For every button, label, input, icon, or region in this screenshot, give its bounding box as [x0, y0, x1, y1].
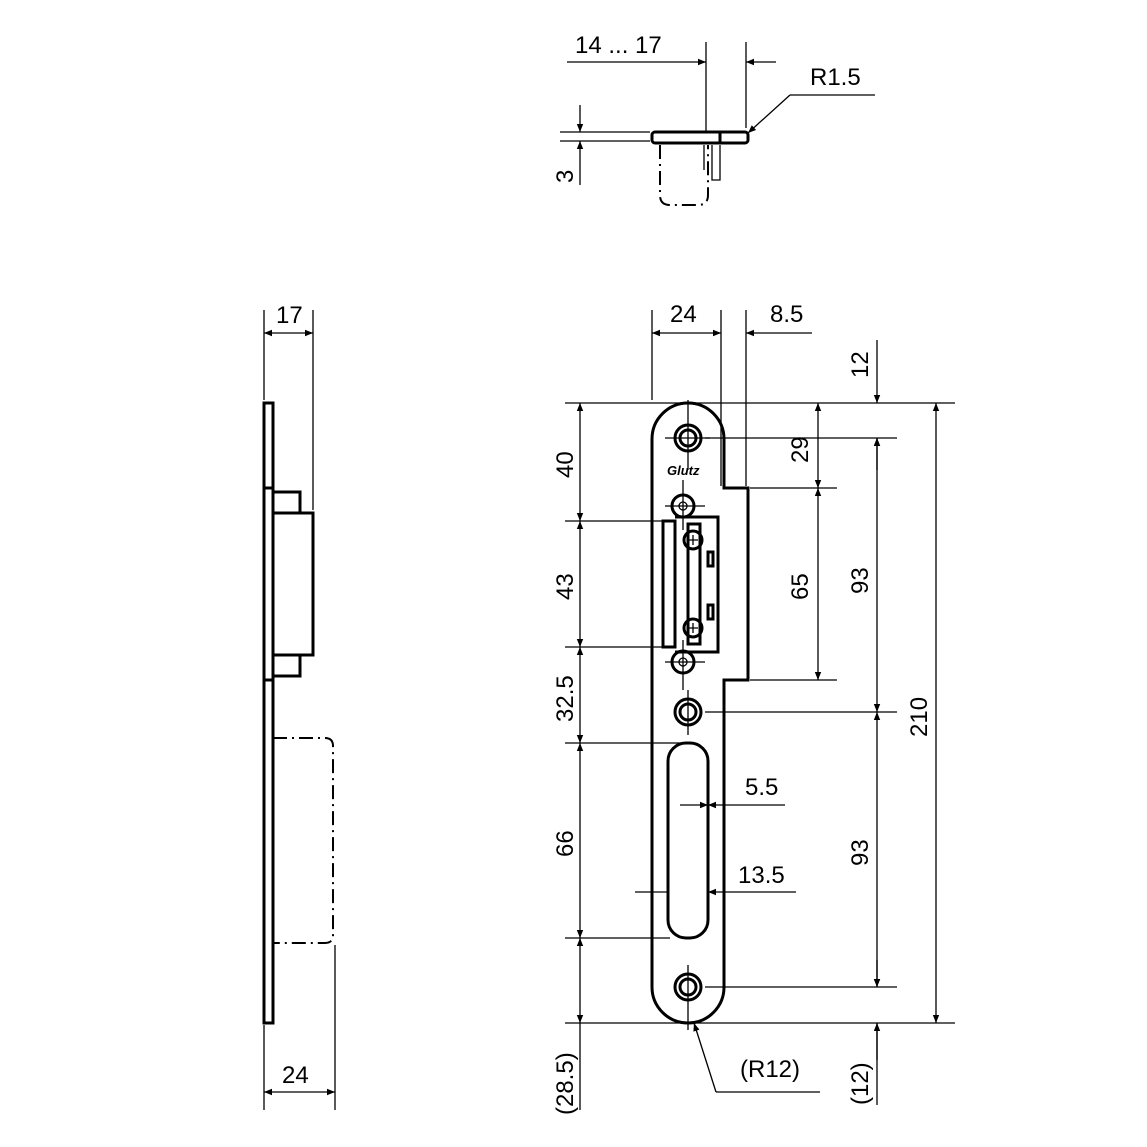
dim-top-thickness: 3 [552, 170, 579, 183]
dim-hole-offset: 29 [787, 436, 814, 463]
dim-bottom-radius: (R12) [740, 1056, 800, 1083]
dim-top-margin: 12 [847, 351, 874, 378]
dim-32-5: 32.5 [552, 675, 579, 722]
dim-bottom-margin: (12) [847, 1062, 874, 1105]
dim-side-width: 24 [282, 1062, 309, 1089]
dim-slot-offset: 5.5 [745, 774, 778, 801]
dim-66: 66 [552, 830, 579, 857]
dim-bottom-ref: (28.5) [552, 1052, 579, 1115]
dim-keeper-height: 65 [787, 573, 814, 600]
dim-slot-width: 13.5 [738, 862, 785, 889]
dim-plate-width: 24 [670, 301, 697, 328]
keeper-mechanism [661, 519, 677, 649]
dim-43: 43 [552, 573, 579, 600]
dim-lower-pitch: 93 [847, 839, 874, 866]
dim-upper-pitch: 93 [847, 567, 874, 594]
dim-side-depth: 17 [276, 302, 303, 329]
dim-top-radius: R1.5 [810, 64, 861, 91]
dim-top-width-range: 14 ... 17 [575, 32, 662, 59]
dim-total-length: 210 [906, 697, 933, 737]
dim-40: 40 [552, 451, 579, 478]
side-view: 17 24 [262, 302, 336, 1110]
top-view: 14 ... 17 R1.5 3 [552, 32, 875, 206]
dim-offset: 8.5 [770, 301, 803, 328]
front-view: Glutz 24 8.5 12 29 65 93 93 210 (12) 40 … [552, 301, 955, 1115]
brand-logo: Glutz [667, 463, 700, 478]
